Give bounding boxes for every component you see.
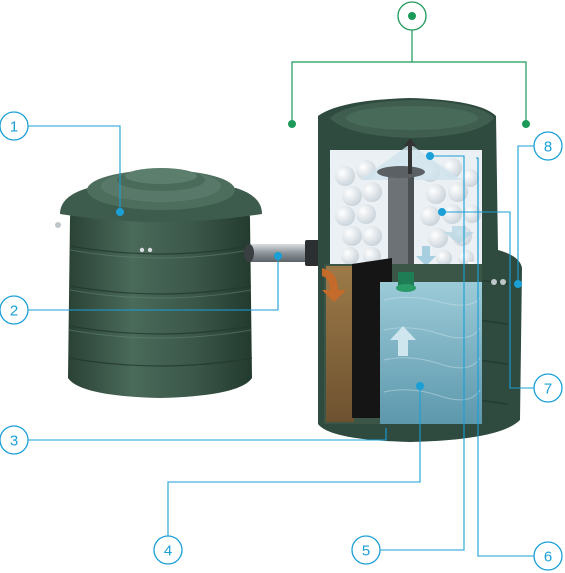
callout-4-label: 4 xyxy=(164,543,172,560)
callout-2-label: 2 xyxy=(10,303,18,320)
primary-tank xyxy=(55,168,262,398)
callout-8: 8 xyxy=(533,131,563,161)
callout-6: 6 xyxy=(533,541,563,571)
leader-lines xyxy=(28,125,534,557)
callout-7-label: 7 xyxy=(544,381,552,398)
callout-1: 1 xyxy=(0,111,29,141)
callout-5-label: 5 xyxy=(362,543,370,560)
callout-2: 2 xyxy=(0,295,29,325)
callout-6-label: 6 xyxy=(544,549,552,566)
callout-8-label: 8 xyxy=(544,139,552,156)
treatment-tank-cutaway xyxy=(318,98,522,442)
callout-1-label: 1 xyxy=(10,119,18,136)
group-bracket xyxy=(288,1,530,128)
inlet-pipe xyxy=(244,240,320,266)
callout-7: 7 xyxy=(533,373,563,403)
callout-5: 5 xyxy=(351,535,381,565)
callout-3: 3 xyxy=(0,425,29,455)
callout-4: 4 xyxy=(153,535,183,565)
filter-media xyxy=(335,158,481,266)
callout-3-label: 3 xyxy=(10,433,18,450)
